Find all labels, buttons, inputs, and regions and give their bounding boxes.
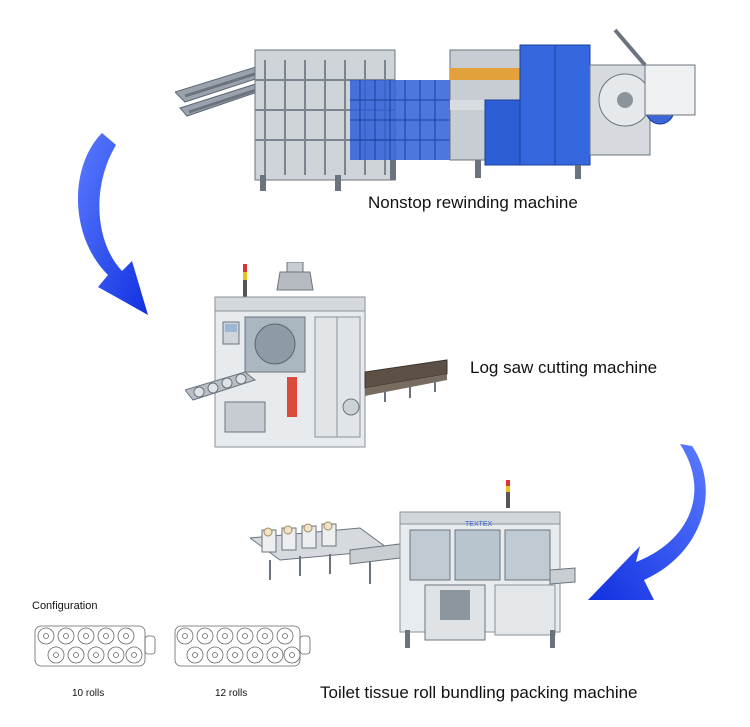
log-saw-machine-image [185, 262, 448, 448]
stage-label-bundling: Toilet tissue roll bundling packing mach… [320, 683, 638, 702]
configuration-section: Configuration 10 rolls 12 rolls [20, 596, 320, 706]
stage-label-rewinding: Nonstop rewinding machine [368, 193, 578, 212]
rewinding-machine-image [175, 28, 696, 191]
flow-arrow-1 [77, 133, 148, 315]
stage-label-log-saw: Log saw cutting machine [470, 358, 658, 377]
svg-text:TEXTEX: TEXTEX [465, 521, 493, 528]
bundling-packing-machine-image: TEXTEX [250, 480, 576, 648]
config-label-10-rolls: 10 rolls [72, 688, 105, 699]
config-10-rolls-diagram [34, 625, 156, 667]
flow-arrow-2 [588, 444, 706, 600]
config-12-rolls-diagram [174, 625, 311, 667]
configuration-title: Configuration [32, 600, 98, 612]
config-label-12-rolls: 12 rolls [215, 688, 248, 699]
